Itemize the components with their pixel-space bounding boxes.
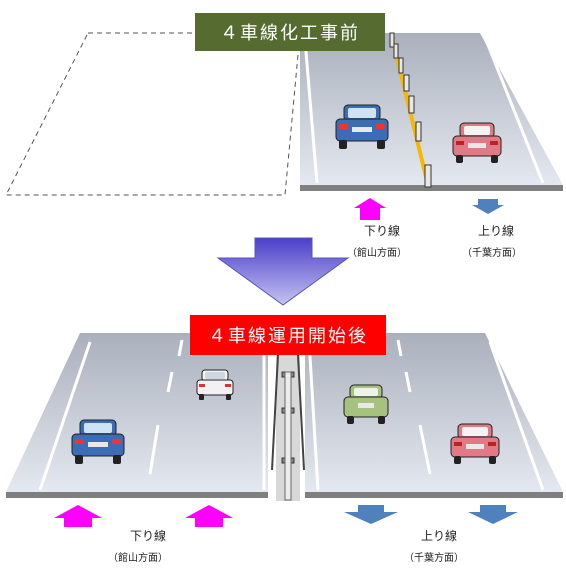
car-blue-after — [71, 419, 125, 464]
up-direction-label-before: （千葉方面） — [462, 248, 522, 259]
after-title-banner: ４車線運用開始後 — [190, 315, 386, 355]
car-red-before — [452, 122, 502, 163]
lane-dash-down-3 — [148, 424, 160, 475]
existing-road-before — [300, 33, 563, 185]
lane-dash-down-1 — [177, 339, 184, 357]
down-line-label-before: 下り線 — [363, 224, 400, 238]
lane-dash-down-2 — [166, 371, 174, 393]
up-arrow-after-1 — [344, 505, 398, 524]
road-edge-down-after — [6, 492, 268, 498]
median-barrier — [271, 354, 305, 501]
planned-lane-outline — [5, 32, 301, 196]
car-blue-before — [335, 104, 389, 149]
lane-dash-up-3 — [418, 424, 432, 475]
down-road-after — [6, 333, 268, 492]
transition-arrow — [216, 237, 350, 306]
up-line-label-before: 上り線 — [477, 224, 514, 238]
lane-dash-up-1 — [396, 339, 403, 357]
lane-line-left-before — [303, 39, 319, 184]
lane-dash-up-2 — [404, 371, 412, 393]
down-arrow-after-2 — [185, 505, 233, 527]
up-line-label-after: 上り線 — [420, 529, 457, 543]
lane-line-up-left — [307, 339, 320, 491]
up-arrow-before — [472, 199, 504, 214]
up-direction-label-after: （千葉方面） — [404, 553, 464, 564]
car-white-after — [196, 369, 234, 400]
lane-line-right-before — [484, 39, 545, 184]
before-title-banner: ４車線化工事前 — [195, 13, 385, 51]
up-arrow-after-2 — [468, 505, 518, 524]
lane-line-up-right — [488, 341, 545, 491]
road-edge-before — [300, 185, 563, 191]
road-edge-up-after — [305, 492, 563, 498]
car-red-after — [450, 423, 500, 464]
lane-line-down-left — [38, 341, 92, 491]
down-arrow-after-1 — [54, 505, 102, 527]
down-line-label-after: 下り線 — [129, 529, 166, 543]
down-direction-label-after: （館山方面） — [108, 553, 168, 564]
down-arrow-before — [354, 198, 386, 220]
down-direction-label-before: （館山方面） — [347, 248, 407, 259]
center-poles-before — [389, 32, 432, 188]
car-green-after — [343, 384, 389, 424]
